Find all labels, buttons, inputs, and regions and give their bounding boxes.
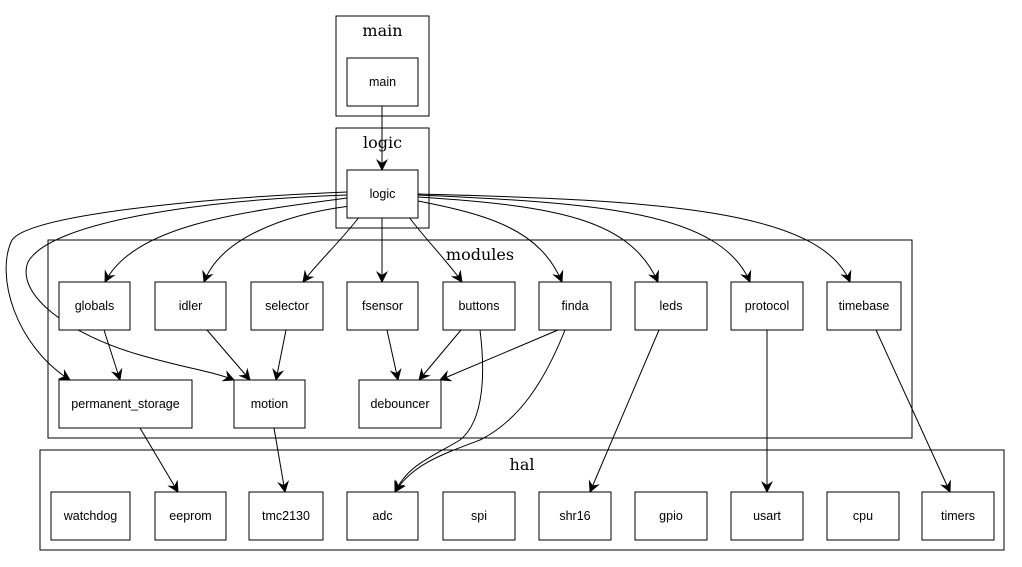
node-logic: logic: [346, 169, 419, 219]
node-selector-label: selector: [265, 299, 309, 313]
edge-logic-idler: [202, 205, 351, 283]
edge-logic-selector: [302, 215, 361, 283]
node-buttons: buttons: [442, 281, 516, 331]
node-eeprom: eeprom: [154, 491, 227, 541]
node-permanent-storage-label: permanent_storage: [71, 397, 179, 411]
edge-permanent-storage-eeprom: [139, 427, 179, 493]
cluster-modules: modules: [47, 239, 913, 439]
node-globals: globals: [58, 281, 131, 331]
edge-idler-motion: [206, 329, 251, 381]
node-motion-label: motion: [251, 397, 289, 411]
edge-fsensor-debouncer: [386, 329, 402, 381]
node-gpio: gpio: [634, 491, 708, 541]
node-finda: finda: [538, 281, 612, 331]
node-eeprom-label: eeprom: [169, 509, 211, 523]
edges: [5, 106, 951, 493]
node-fsensor: fsensor: [346, 281, 419, 331]
cluster-hal: hal: [39, 449, 1005, 551]
node-motion: motion: [233, 379, 306, 429]
node-timebase: timebase: [826, 281, 902, 331]
cluster-hal-label: hal: [510, 455, 535, 474]
node-watchdog: watchdog: [50, 491, 131, 541]
node-cpu: cpu: [826, 491, 900, 541]
node-finda-label: finda: [561, 299, 588, 313]
node-selector: selector: [250, 281, 324, 331]
node-debouncer-label: debouncer: [370, 397, 429, 411]
node-shr16-label: shr16: [559, 509, 590, 523]
node-spi: spi: [442, 491, 516, 541]
node-globals-label: globals: [75, 299, 115, 313]
cluster-main-label: main: [362, 21, 402, 40]
edge-globals-permanent-storage: [103, 329, 123, 381]
node-main: main: [346, 57, 419, 107]
edge-finda-debouncer: [439, 329, 559, 382]
node-adc: adc: [346, 491, 419, 541]
edge-logic-permanent-storage: [5, 191, 348, 381]
node-protocol: protocol: [730, 281, 804, 331]
node-timers: timers: [921, 491, 995, 541]
node-usart: usart: [730, 491, 804, 541]
cluster-logic-label: logic: [363, 133, 402, 152]
node-tmc2130-label: tmc2130: [262, 509, 310, 523]
node-tmc2130: tmc2130: [248, 491, 324, 541]
node-watchdog-label: watchdog: [63, 509, 118, 523]
node-shr16: shr16: [538, 491, 612, 541]
edge-buttons-debouncer: [418, 329, 462, 381]
edge-timebase-timers: [875, 329, 951, 493]
edge-logic-leds: [417, 196, 659, 283]
edge-buttons-adc: [394, 329, 484, 493]
node-leds-label: leds: [660, 299, 683, 313]
edge-finda-adc: [394, 329, 566, 493]
node-usart-label: usart: [753, 509, 781, 523]
node-main-label: main: [369, 75, 396, 89]
node-permanent-storage: permanent_storage: [58, 379, 193, 429]
node-gpio-label: gpio: [659, 509, 683, 523]
node-timebase-label: timebase: [839, 299, 890, 313]
node-idler-label: idler: [179, 299, 203, 313]
edge-logic-motion: [25, 194, 348, 382]
node-debouncer: debouncer: [358, 379, 442, 429]
edge-motion-tmc2130: [273, 427, 290, 493]
node-fsensor-label: fsensor: [362, 299, 403, 313]
node-protocol-label: protocol: [745, 299, 789, 313]
node-adc-label: adc: [372, 509, 392, 523]
node-buttons-label: buttons: [458, 299, 499, 313]
cluster-modules-label: modules: [446, 245, 514, 264]
edge-logic-finda: [417, 200, 564, 283]
edge-selector-motion: [272, 329, 287, 381]
edge-logic-buttons: [407, 215, 463, 283]
node-spi-label: spi: [471, 509, 487, 523]
edge-logic-globals: [104, 197, 348, 283]
node-logic-label: logic: [370, 187, 396, 201]
edge-logic-timebase: [417, 193, 852, 283]
edge-leds-shr16: [588, 329, 660, 493]
node-leds: leds: [634, 281, 708, 331]
node-cpu-label: cpu: [853, 509, 873, 523]
node-timers-label: timers: [941, 509, 975, 523]
node-idler: idler: [154, 281, 227, 331]
edge-logic-protocol: [417, 194, 752, 283]
